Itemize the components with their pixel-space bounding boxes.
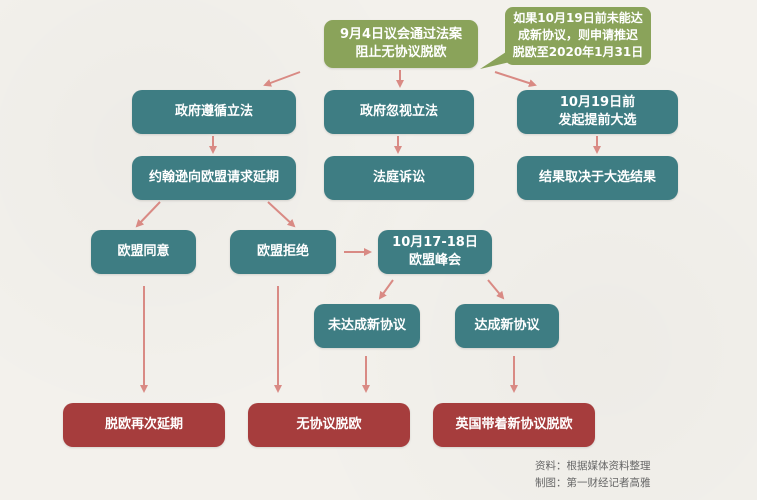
arrow-request-to-agree — [135, 201, 161, 228]
note-line1: 如果10月19日前未能达 — [513, 11, 643, 25]
arrow-summit-to-no-deal — [378, 279, 394, 300]
node-deal-reached-label: 达成新协议 — [474, 318, 540, 333]
node-parliament-bill-line1: 9月4日议会通过法案 — [339, 27, 463, 42]
outcome-no-deal-brexit: 无协议脱欧 — [248, 403, 410, 447]
node-gov-follow-law: 政府遵循立法 — [132, 90, 296, 134]
outcome-brexit-delayed-label: 脱欧再次延期 — [104, 417, 183, 432]
node-no-deal-reached-label: 未达成新协议 — [327, 318, 406, 333]
arrow-top-to-gov-follow — [263, 71, 301, 87]
node-eu-summit: 10月17-18日 欧盟峰会 — [378, 230, 492, 274]
arrow-top-to-election — [494, 71, 537, 87]
node-deal-reached: 达成新协议 — [455, 304, 559, 348]
outcome-brexit-with-deal-label: 英国带着新协议脱欧 — [455, 417, 573, 432]
arrow-request-to-refuse — [267, 201, 296, 228]
node-eu-summit-line2: 欧盟峰会 — [408, 253, 461, 268]
node-court-case: 法庭诉讼 — [324, 156, 474, 200]
credit-line: 制图：第一财经记者高雅 — [535, 477, 651, 489]
node-eu-refuse-label: 欧盟拒绝 — [256, 244, 309, 259]
node-parliament-bill-line2: 阻止无协议脱欧 — [355, 45, 447, 60]
node-eu-agree: 欧盟同意 — [91, 230, 196, 274]
source-credits: 资料：根据媒体资料整理 制图：第一财经记者高雅 — [535, 458, 651, 492]
node-johnson-request: 约翰逊向欧盟请求延期 — [132, 156, 296, 200]
node-gov-ignore-law-label: 政府忽视立法 — [359, 104, 438, 119]
note-line2: 成新协议，则申请推迟 — [517, 28, 638, 42]
outcome-no-deal-brexit-label: 无协议脱欧 — [296, 417, 362, 432]
node-election-result: 结果取决于大选结果 — [517, 156, 678, 200]
note-line3: 脱欧至2020年1月31日 — [512, 45, 644, 59]
source-line: 资料：根据媒体资料整理 — [535, 460, 651, 472]
node-eu-agree-label: 欧盟同意 — [117, 244, 170, 259]
node-election-result-label: 结果取决于大选结果 — [538, 170, 656, 185]
node-no-deal-reached: 未达成新协议 — [314, 304, 420, 348]
arrow-summit-to-deal — [487, 279, 505, 300]
node-court-case-label: 法庭诉讼 — [372, 170, 425, 185]
node-early-election-line1: 10月19日前 — [559, 95, 636, 110]
note-pointer — [480, 52, 510, 69]
note-extension-request: 如果10月19日前未能达 成新协议，则申请推迟 脱欧至2020年1月31日 — [505, 7, 651, 65]
node-eu-summit-line1: 10月17-18日 — [392, 235, 478, 250]
node-parliament-bill: 9月4日议会通过法案 阻止无协议脱欧 — [324, 20, 478, 68]
node-gov-ignore-law: 政府忽视立法 — [324, 90, 474, 134]
node-early-election-line2: 发起提前大选 — [558, 113, 637, 128]
node-early-election: 10月19日前 发起提前大选 — [517, 90, 678, 134]
outcome-brexit-with-deal: 英国带着新协议脱欧 — [433, 403, 595, 447]
node-eu-refuse: 欧盟拒绝 — [230, 230, 336, 274]
node-gov-follow-law-label: 政府遵循立法 — [174, 104, 253, 119]
node-johnson-request-label: 约翰逊向欧盟请求延期 — [148, 170, 279, 185]
outcome-brexit-delayed: 脱欧再次延期 — [63, 403, 225, 447]
